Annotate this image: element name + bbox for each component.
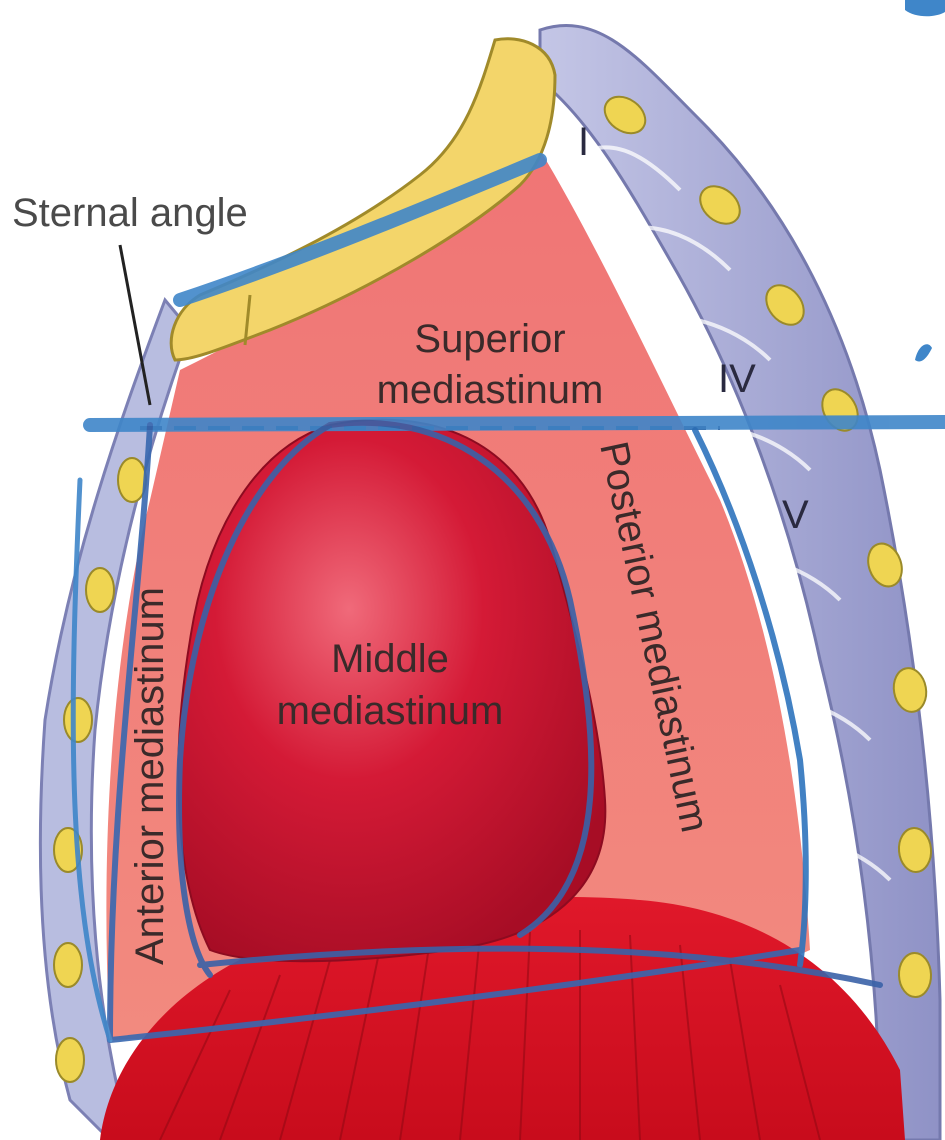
vertebra-i-label: I [578, 120, 589, 164]
sternal-angle-label: Sternal angle [12, 191, 248, 235]
superior-mediastinum-label-line1: Superior [414, 317, 565, 361]
superior-mediastinum-label-line2: mediastinum [377, 368, 604, 412]
middle-mediastinum-label-line1: Middle [331, 637, 449, 681]
margin-marks [905, 0, 945, 361]
anterior-mediastinum-label: Anterior mediastinum [128, 587, 172, 965]
vertebra-iv-label: IV [718, 357, 756, 401]
middle-mediastinum-label-line2: mediastinum [277, 689, 504, 733]
vertebra-v-label: V [782, 493, 809, 537]
